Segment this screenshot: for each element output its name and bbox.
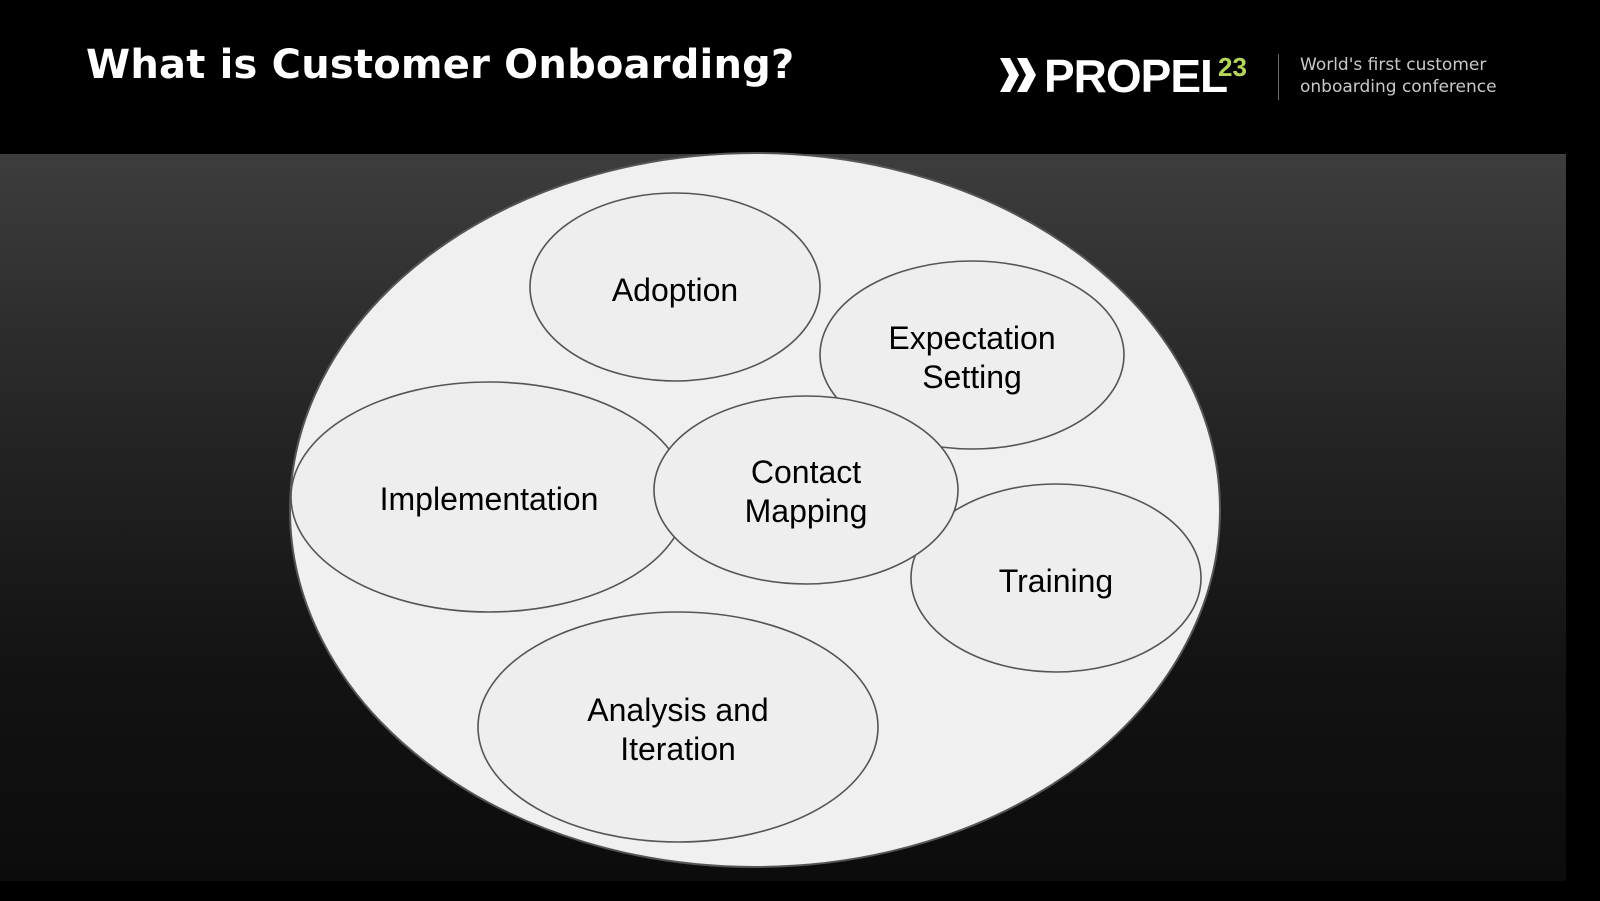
node-implementation-label: Implementation	[380, 481, 599, 517]
node-analysis-label-1: Analysis and	[587, 692, 768, 728]
node-expectation-label-1: Expectation	[888, 320, 1055, 356]
node-expectation-setting: Expectation Setting	[819, 260, 1125, 450]
node-training: Training	[910, 483, 1202, 673]
node-analysis-iteration: Analysis and Iteration	[477, 611, 879, 843]
node-implementation: Implementation	[290, 381, 688, 613]
node-analysis-label-2: Iteration	[620, 731, 736, 767]
tagline-line-2: onboarding conference	[1300, 77, 1497, 97]
node-analysis-ellipse	[477, 611, 879, 843]
node-contact-label-1: Contact	[751, 454, 861, 490]
node-contact-label-2: Mapping	[745, 493, 868, 529]
brand-logo: PROPEL 23 World's first customer onboard…	[998, 52, 1558, 100]
node-training-ellipse	[910, 483, 1202, 673]
node-adoption-ellipse	[529, 192, 821, 382]
node-contact-mapping: Contact Mapping	[653, 395, 959, 585]
slide-header: What is Customer Onboarding? PROPEL 23 W…	[0, 0, 1566, 154]
brand-tagline: World's first customer onboarding confer…	[1300, 54, 1540, 98]
onboarding-diagram: Adoption Expectation Setting Implementat…	[289, 152, 1221, 868]
node-adoption-label: Adoption	[612, 272, 738, 308]
node-expectation-label-2: Setting	[922, 359, 1022, 395]
brand-year: 23	[1218, 52, 1247, 82]
node-adoption: Adoption	[529, 192, 821, 382]
node-contact-ellipse	[653, 395, 959, 585]
brand-divider	[1278, 54, 1279, 100]
slide: What is Customer Onboarding? PROPEL 23 W…	[0, 0, 1566, 881]
slide-title: What is Customer Onboarding?	[86, 42, 795, 88]
double-chevron-icon	[1000, 58, 1036, 92]
tagline-line-1: World's first customer	[1300, 55, 1487, 75]
node-training-label: Training	[999, 563, 1113, 599]
node-expectation-ellipse	[819, 260, 1125, 450]
brand-name: PROPEL	[1044, 50, 1228, 102]
